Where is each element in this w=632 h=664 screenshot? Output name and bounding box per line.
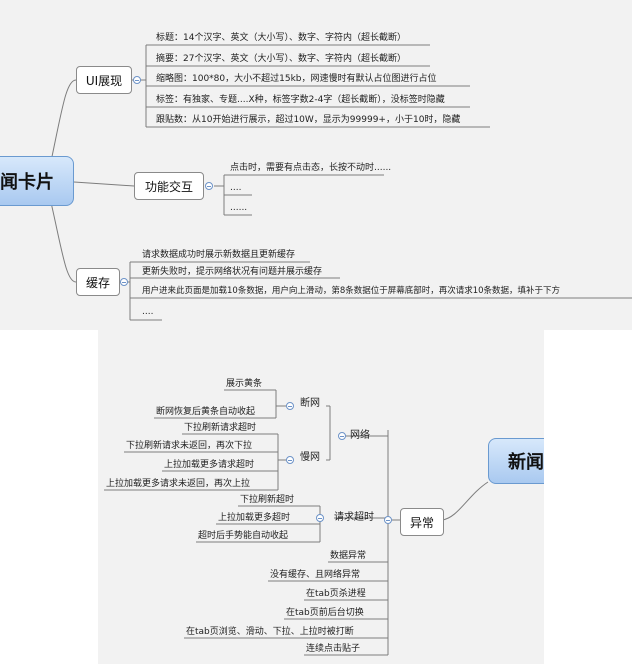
leaf-ui-thumbnail: 缩略图：100*80，大小不超过15kb，网速慢时有默认占位图进行占位 <box>156 74 437 84</box>
collapse-icon[interactable] <box>338 432 346 440</box>
collapse-icon[interactable] <box>286 456 294 464</box>
node-ui-display-label: UI展现 <box>85 73 123 88</box>
leaf-tab-kill-process: 在tab页杀进程 <box>306 589 366 599</box>
root-node[interactable]: 闻卡片 <box>0 156 74 206</box>
leaf-ui-tag: 标签：有独家、专题....X种，标签字数2-4字（超长截断），没标签时隐藏 <box>156 95 445 105</box>
root-node-label: 新闻 <box>508 452 544 473</box>
node-function-interaction-label: 功能交互 <box>144 179 193 194</box>
leaf-ui-comments: 跟贴数：从10开始进行展示，超过10W，显示为99999+，小于10时，隐藏 <box>156 115 461 125</box>
node-slow-network-label[interactable]: 慢网 <box>300 452 320 463</box>
root-node[interactable]: 新闻 <box>488 438 544 484</box>
collapse-icon[interactable] <box>133 76 141 84</box>
leaf-func-more-2: ...... <box>230 203 248 213</box>
mindmap-panel-news-card: 闻卡片 UI展现 标题：14个汉字、英文（大小写）、数字、字符内（超长截断） 摘… <box>0 0 632 330</box>
leaf-tab-interrupted: 在tab页浏览、滑动、下拉、上拉时被打断 <box>186 627 354 637</box>
collapse-icon[interactable] <box>384 516 392 524</box>
leaf-ui-summary: 摘要：27个汉字、英文（大小写）、数字、字符内（超长截断） <box>156 54 406 64</box>
leaf-load-more-retry: 上拉加载更多请求未返回，再次上拉 <box>106 479 251 489</box>
leaf-data-exception: 数据异常 <box>330 551 367 561</box>
leaf-yellow-bar-auto-hide: 断网恢复后黄条自动收起 <box>156 407 256 417</box>
node-function-interaction[interactable]: 功能交互 <box>134 172 204 200</box>
node-disconnect-label[interactable]: 断网 <box>300 398 320 409</box>
leaf-cache-more: .... <box>142 307 154 317</box>
mindmap-panel-news-exception: 新闻 异常 网络 断网 展示黄条 断网恢复后黄条自动收起 慢网 下拉刷新请求超时… <box>98 330 544 664</box>
collapse-icon[interactable] <box>316 514 324 522</box>
node-cache[interactable]: 缓存 <box>76 268 120 296</box>
leaf-ui-title: 标题：14个汉字、英文（大小写）、数字、字符内（超长截断） <box>156 33 406 43</box>
collapse-icon[interactable] <box>120 278 128 286</box>
leaf-refresh-timeout: 下拉刷新超时 <box>240 495 295 505</box>
leaf-pull-refresh-retry: 下拉刷新请求未返回，再次下拉 <box>126 441 253 451</box>
node-network-label[interactable]: 网络 <box>350 430 370 441</box>
leaf-load-more-timeout-2: 上拉加载更多超时 <box>218 513 291 523</box>
leaf-pull-refresh-timeout: 下拉刷新请求超时 <box>184 423 257 433</box>
root-node-label: 闻卡片 <box>0 172 54 193</box>
collapse-icon[interactable] <box>286 402 294 410</box>
node-request-timeout-label[interactable]: 请求超时 <box>334 512 374 523</box>
leaf-show-yellow-bar: 展示黄条 <box>226 379 263 389</box>
leaf-tab-background-switch: 在tab页前后台切换 <box>286 608 364 618</box>
leaf-gesture-auto-retract: 超时后手势能自动收起 <box>198 531 289 541</box>
collapse-icon[interactable] <box>205 182 213 190</box>
leaf-cache-load-more: 用户进来此页面是加载10条数据，用户向上滑动，第8条数据位于屏幕底部时，再次请求… <box>142 286 561 296</box>
leaf-no-cache-network-exception: 没有缓存、且网络异常 <box>270 570 361 580</box>
leaf-cache-success: 请求数据成功时展示新数据且更新缓存 <box>142 250 296 260</box>
leaf-func-more-1: .... <box>230 183 242 193</box>
node-exception[interactable]: 异常 <box>400 508 444 536</box>
connector-lines <box>49 44 632 321</box>
leaf-func-click: 点击时，需要有点击态，长按不动时...... <box>230 163 392 173</box>
node-cache-label: 缓存 <box>85 275 110 290</box>
leaf-cache-failure: 更新失败时，提示网络状况有问题并展示缓存 <box>142 267 323 277</box>
leaf-load-more-timeout: 上拉加载更多请求超时 <box>164 460 255 470</box>
leaf-rapid-click-post: 连续点击贴子 <box>306 644 361 654</box>
node-ui-display[interactable]: UI展现 <box>76 66 132 94</box>
node-exception-label: 异常 <box>409 515 434 530</box>
